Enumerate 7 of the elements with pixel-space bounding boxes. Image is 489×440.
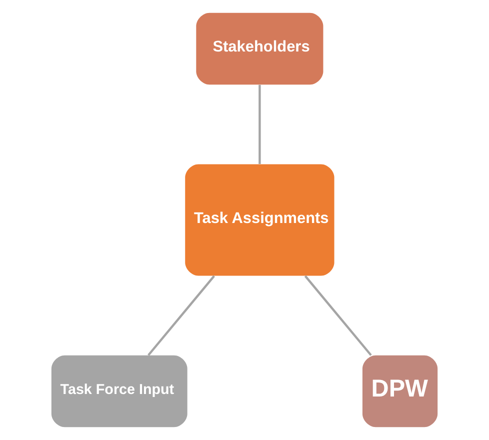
node-box: Stakeholders [196, 12, 324, 85]
connector [258, 84, 261, 164]
connector [304, 275, 372, 356]
node-box: Task Force Input [51, 355, 188, 428]
node-box: DPW [362, 355, 438, 428]
node-box: Task Assignments [185, 164, 334, 276]
connector [148, 275, 215, 356]
